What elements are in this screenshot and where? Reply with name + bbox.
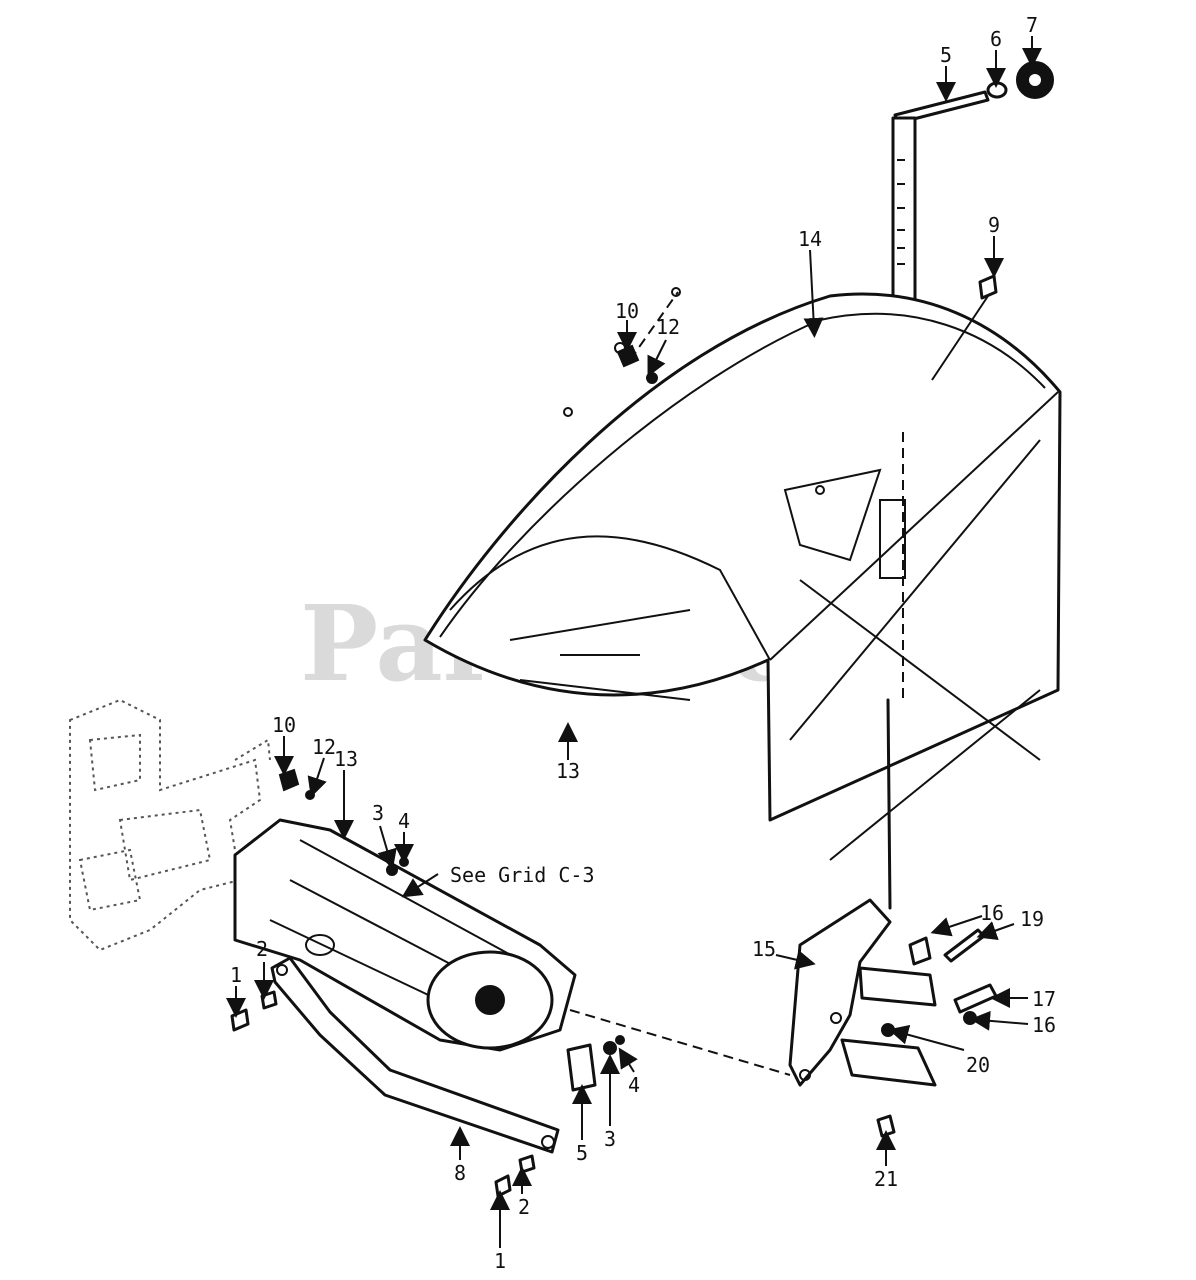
pin-19 bbox=[943, 928, 986, 963]
callout-4: 4 bbox=[628, 1073, 640, 1097]
lever-notches bbox=[897, 159, 905, 265]
bracket-lower-clamp bbox=[840, 1038, 937, 1087]
spring-16 bbox=[908, 936, 932, 966]
pin-17 bbox=[953, 983, 998, 1014]
shield-front-edge bbox=[439, 312, 1046, 638]
tiller-gearbox bbox=[233, 818, 577, 1052]
plate-5 bbox=[566, 1043, 597, 1092]
callout-6: 6 bbox=[990, 27, 1002, 51]
bolt-21 bbox=[876, 1114, 896, 1138]
tractor-frame-dotted bbox=[69, 698, 271, 952]
shield-side-edge bbox=[769, 391, 1059, 661]
callout-1: 1 bbox=[230, 963, 242, 987]
callout-17: 17 bbox=[1032, 987, 1056, 1011]
callout-19: 19 bbox=[1020, 907, 1044, 931]
lever-rod bbox=[886, 698, 892, 910]
shield-inner-curve bbox=[449, 535, 771, 661]
callout-2: 2 bbox=[518, 1195, 530, 1219]
callout-9: 9 bbox=[988, 213, 1000, 237]
callout-3: 3 bbox=[372, 801, 384, 825]
mounting-bracket bbox=[788, 898, 998, 1138]
callout-numbers: 5 6 7 14 9 10 12 13 10 12 13 3 4 1 2 15 … bbox=[230, 13, 1056, 1273]
callout-5: 5 bbox=[576, 1141, 588, 1165]
shield-plate bbox=[783, 468, 882, 562]
callout-10: 10 bbox=[615, 299, 639, 323]
leader-arrows bbox=[226, 36, 1042, 1248]
callout-12: 12 bbox=[312, 735, 336, 759]
mount-centerline bbox=[569, 1009, 791, 1076]
callout-4: 4 bbox=[398, 809, 410, 833]
bracket-upper-plate bbox=[858, 966, 937, 1007]
shield-outline bbox=[423, 292, 1062, 822]
callout-2: 2 bbox=[256, 937, 268, 961]
shield-x-brace-left bbox=[509, 609, 691, 701]
callout-5: 5 bbox=[940, 43, 952, 67]
callout-16: 16 bbox=[1032, 1013, 1056, 1037]
callout-13: 13 bbox=[334, 747, 358, 771]
shield-x-brace-right bbox=[789, 439, 1041, 761]
callout-8: 8 bbox=[454, 1161, 466, 1185]
bolt-9 bbox=[931, 274, 998, 381]
bracket-15 bbox=[788, 898, 892, 1087]
callout-1: 1 bbox=[494, 1249, 506, 1273]
callout-10: 10 bbox=[272, 713, 296, 737]
callout-12: 12 bbox=[656, 315, 680, 339]
callout-3: 3 bbox=[604, 1127, 616, 1151]
lever-collar bbox=[986, 81, 1008, 99]
callout-21: 21 bbox=[874, 1167, 898, 1191]
callout-7: 7 bbox=[1026, 13, 1038, 37]
callout-15: 15 bbox=[752, 937, 776, 961]
see-grid-note: See Grid C-3 bbox=[450, 863, 595, 887]
callout-16: 16 bbox=[980, 901, 1004, 925]
callout-20: 20 bbox=[966, 1053, 990, 1077]
shield-bracket bbox=[879, 499, 906, 579]
shield-flap-edge bbox=[829, 689, 1041, 861]
callout-13: 13 bbox=[556, 759, 580, 783]
callout-14: 14 bbox=[798, 227, 822, 251]
tine-shield bbox=[423, 287, 1062, 861]
drag-bar bbox=[270, 956, 560, 1154]
lever-knob-center bbox=[1029, 74, 1041, 86]
